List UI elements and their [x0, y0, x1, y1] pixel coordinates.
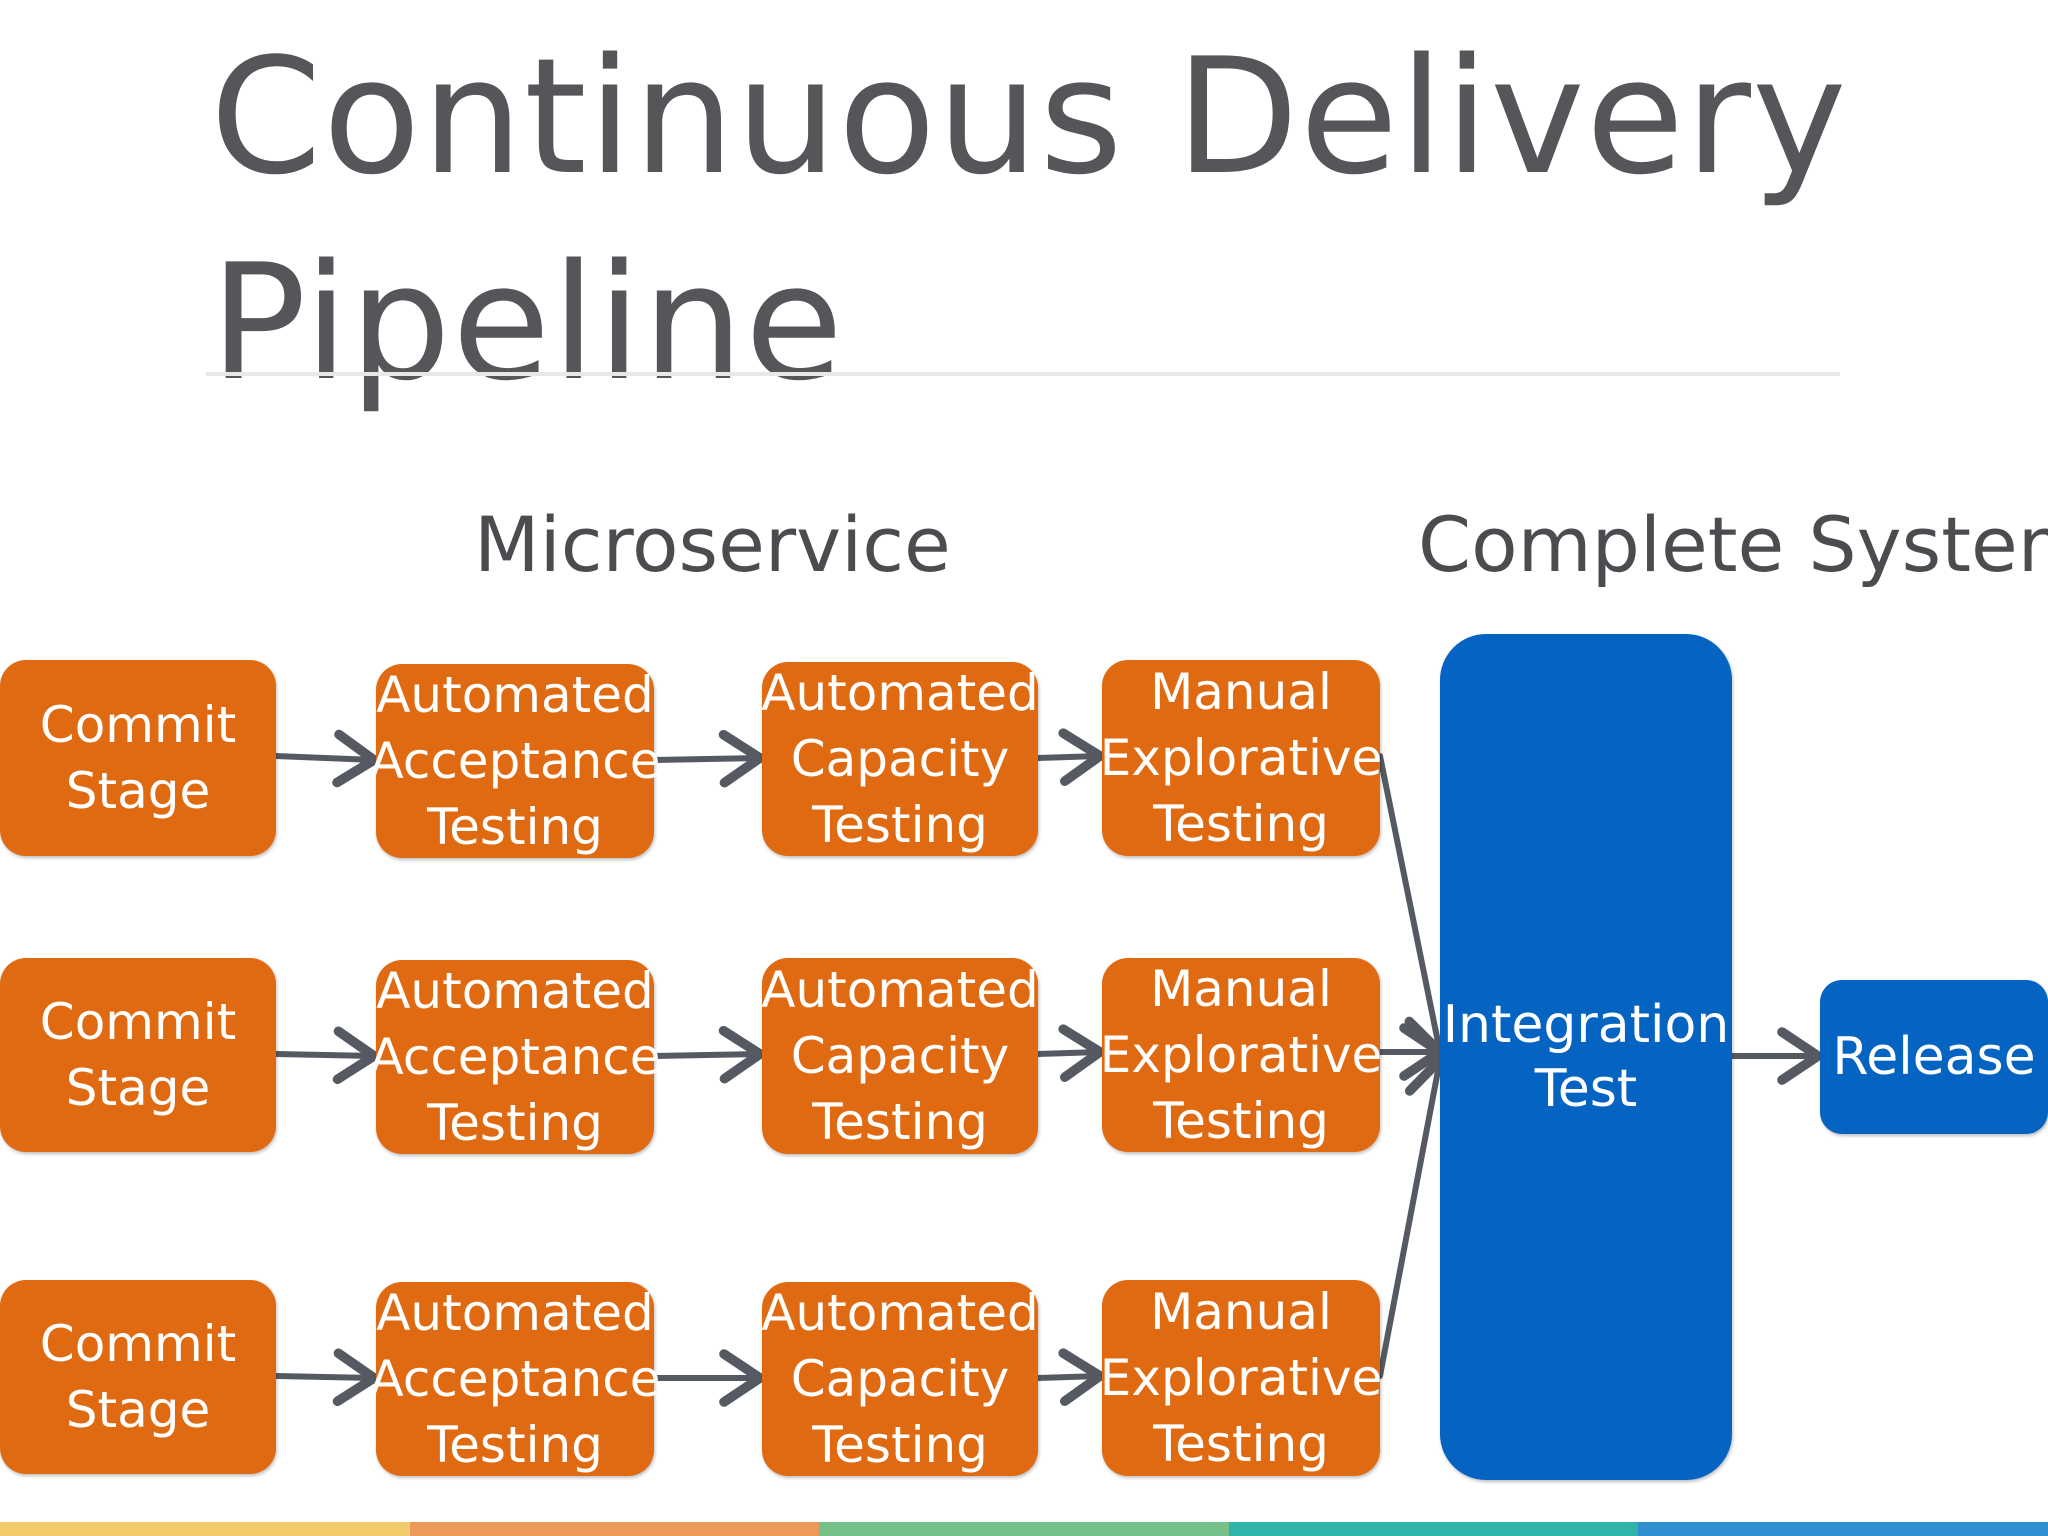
- commit-stage-box: Commit Stage: [0, 660, 276, 856]
- connector-arrow: [1377, 753, 1462, 1057]
- connector-arrow: [1035, 1348, 1105, 1406]
- slide-title-line1: Continuous Delivery: [210, 23, 1848, 210]
- connector-arrow: [651, 729, 765, 788]
- footer-segment: [1638, 1522, 2048, 1536]
- box-line: Testing: [427, 1094, 603, 1152]
- box-line: Manual: [1150, 960, 1332, 1018]
- connector-arrow: [273, 1026, 379, 1085]
- box-line: Acceptance: [369, 732, 661, 790]
- box-line: Testing: [1153, 795, 1329, 853]
- connector-arrow: [651, 1025, 765, 1084]
- box-line: Test: [1534, 1059, 1638, 1119]
- slide-title: Continuous Delivery Pipeline: [210, 14, 1910, 426]
- box-line: Stage: [65, 762, 211, 820]
- box-line: Testing: [1153, 1092, 1329, 1150]
- slide-title-line2: Pipeline: [210, 229, 845, 416]
- automated-acceptance-testing-box: Automated Acceptance Testing: [370, 1282, 661, 1476]
- box-line: Stage: [65, 1381, 211, 1439]
- footer-color-band: [0, 1522, 2048, 1536]
- box-line: Testing: [1153, 1415, 1329, 1473]
- box-line: Commit: [39, 993, 237, 1051]
- release-box: Release: [1820, 980, 2048, 1134]
- commit-stage-box: Commit Stage: [0, 1280, 276, 1474]
- box-line: Explorative: [1099, 1026, 1383, 1084]
- box-line: Automated: [761, 664, 1039, 722]
- box-line: Capacity: [790, 730, 1010, 788]
- box-line: Automated: [376, 1284, 654, 1342]
- manual-explorative-testing-box: Manual Explorative Testing: [1099, 1280, 1383, 1476]
- box-line: Testing: [427, 1416, 603, 1474]
- box-line: Commit: [39, 696, 237, 754]
- manual-explorative-testing-box: Manual Explorative Testing: [1099, 958, 1383, 1152]
- automated-acceptance-testing-box: Automated Acceptance Testing: [370, 664, 661, 858]
- connector-arrow: [273, 1348, 379, 1407]
- automated-capacity-testing-box: Automated Capacity Testing: [761, 662, 1039, 856]
- box-line: Testing: [427, 798, 603, 856]
- footer-segment: [819, 1522, 1229, 1536]
- connector-arrow: [1035, 728, 1105, 786]
- box-line: Commit: [39, 1315, 237, 1373]
- connector-arrow: [1377, 1055, 1462, 1379]
- commit-stage-box: Commit Stage: [0, 958, 276, 1152]
- automated-acceptance-testing-box: Automated Acceptance Testing: [370, 960, 661, 1154]
- footer-segment: [0, 1522, 410, 1536]
- box-line: Automated: [376, 962, 654, 1020]
- box-line: Explorative: [1099, 1349, 1383, 1407]
- automated-capacity-testing-box: Automated Capacity Testing: [761, 1282, 1039, 1476]
- box-line: Manual: [1150, 1283, 1332, 1341]
- automated-capacity-testing-box: Automated Capacity Testing: [761, 958, 1039, 1154]
- box-line: Integration: [1442, 995, 1730, 1055]
- box-line: Manual: [1150, 663, 1332, 721]
- box-line: Automated: [376, 666, 654, 724]
- footer-segment: [1228, 1522, 1639, 1536]
- connector-arrow: [1035, 1024, 1105, 1082]
- section-label-microservice: Microservice: [474, 500, 951, 589]
- box-line: Capacity: [790, 1350, 1010, 1408]
- box-line: Automated: [761, 961, 1039, 1019]
- box-line: Acceptance: [369, 1028, 661, 1086]
- connector-arrow: [273, 729, 379, 788]
- box-line: Testing: [812, 1416, 988, 1474]
- box-line: Explorative: [1099, 729, 1383, 787]
- box-line: Stage: [65, 1059, 211, 1117]
- manual-explorative-testing-box: Manual Explorative Testing: [1099, 660, 1383, 856]
- title-divider: [206, 372, 1840, 376]
- release-label: Release: [1832, 1027, 2036, 1087]
- section-label-complete-system: Complete System: [1418, 500, 2048, 589]
- box-line: Automated: [761, 1284, 1039, 1342]
- box-line: Testing: [812, 796, 988, 854]
- box-line: Testing: [812, 1093, 988, 1151]
- footer-segment: [409, 1522, 820, 1536]
- box-line: Acceptance: [369, 1350, 661, 1408]
- box-line: Capacity: [790, 1027, 1010, 1085]
- integration-test-box: Integration Test: [1440, 634, 1732, 1480]
